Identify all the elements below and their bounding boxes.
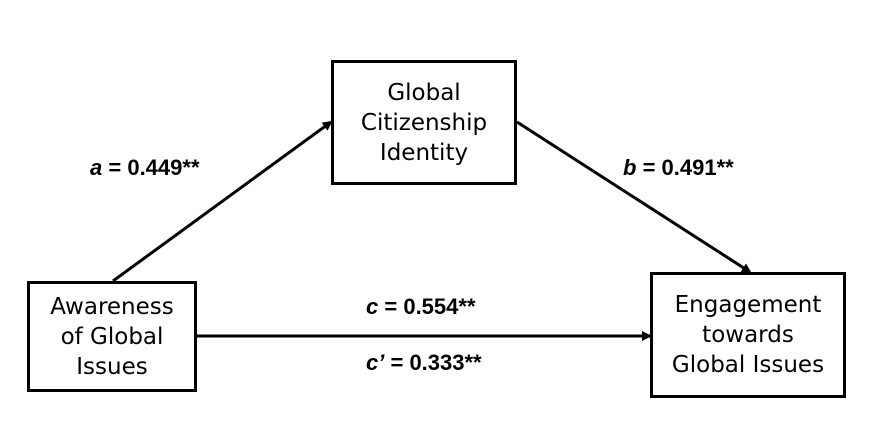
path-c-prime-significance: ** bbox=[464, 350, 482, 375]
path-b-coefficient: b = 0.491** bbox=[623, 155, 734, 181]
path-b-value: 0.491 bbox=[661, 155, 717, 180]
path-a-value: 0.449 bbox=[127, 155, 183, 180]
path-b-significance: ** bbox=[716, 155, 734, 180]
path-c-prime-direct-effect-coefficient: c’ = 0.333** bbox=[366, 350, 482, 376]
predictor-label-line-3: Issues bbox=[76, 353, 148, 380]
path-c-significance: ** bbox=[458, 294, 476, 319]
path-c-value: 0.554 bbox=[403, 294, 459, 319]
arrow-a bbox=[112, 120, 333, 283]
mediator-label-line-3: Identity bbox=[379, 139, 469, 166]
path-a-symbol: a bbox=[90, 155, 103, 180]
predictor-label-line-1: Awareness bbox=[50, 293, 174, 320]
mediator-box-global-citizenship-identity: Global Citizenship Identity bbox=[331, 60, 517, 185]
path-a-equals: = bbox=[102, 155, 128, 180]
path-c-equals: = bbox=[378, 294, 404, 319]
path-b-symbol: b bbox=[623, 155, 637, 180]
path-c-symbol: c bbox=[366, 294, 379, 319]
mediator-label-line-1: Global bbox=[387, 79, 461, 106]
outcome-box-engagement-towards-global-issues: Engagement towards Global Issues bbox=[650, 272, 846, 398]
path-c-prime-value: 0.333 bbox=[409, 350, 465, 375]
path-b-equals: = bbox=[636, 155, 662, 180]
mediator-label-line-2: Citizenship bbox=[360, 109, 488, 136]
path-c-prime-symbol: c’ bbox=[366, 350, 385, 375]
path-a-coefficient: a = 0.449** bbox=[90, 155, 200, 181]
path-c-prime-equals: = bbox=[384, 350, 410, 375]
predictor-label-line-2: of Global bbox=[60, 323, 164, 350]
outcome-label-line-2: towards bbox=[702, 322, 794, 348]
predictor-box-awareness-of-global-issues: Awareness of Global Issues bbox=[27, 281, 197, 392]
path-a-significance: ** bbox=[182, 155, 200, 180]
outcome-label-line-3: Global Issues bbox=[671, 352, 825, 378]
path-c-total-effect-coefficient: c = 0.554** bbox=[366, 294, 476, 320]
outcome-label-line-1: Engagement bbox=[674, 292, 822, 318]
arrow-b bbox=[516, 120, 752, 274]
